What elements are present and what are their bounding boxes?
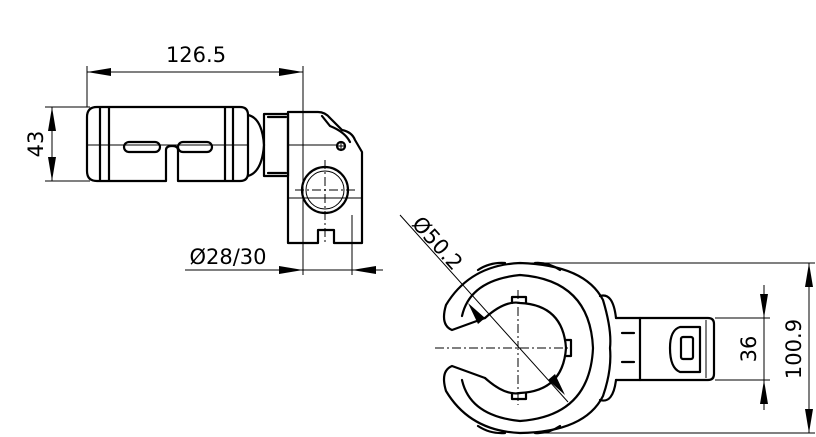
connector — [246, 112, 290, 178]
dimension-overall-height-label: 100.9 — [782, 319, 806, 379]
dimension-tube-diameter-label: Ø28/30 — [189, 245, 266, 269]
dimension-length: 126.5 — [86, 43, 304, 275]
ring-clamp — [435, 261, 618, 435]
dimension-overall-height: 100.9 — [520, 262, 815, 434]
side-view: Ø50.2 36 100.9 — [399, 212, 815, 435]
arm — [614, 316, 716, 382]
dimension-height: 43 — [24, 106, 90, 182]
dimension-height-label: 43 — [24, 131, 48, 158]
dimension-ring-diameter-label: Ø50.2 — [407, 212, 467, 275]
dimension-ring-diameter: Ø50.2 — [399, 212, 569, 403]
dimension-arm-height: 36 — [715, 285, 770, 410]
dimension-length-label: 126.5 — [166, 43, 226, 67]
clamp-body — [85, 105, 250, 183]
head-block — [286, 110, 364, 245]
dimension-arm-height-label: 36 — [737, 336, 761, 363]
dimension-tube-diameter: Ø28/30 — [185, 215, 383, 275]
top-view: 126.5 43 — [24, 43, 383, 275]
